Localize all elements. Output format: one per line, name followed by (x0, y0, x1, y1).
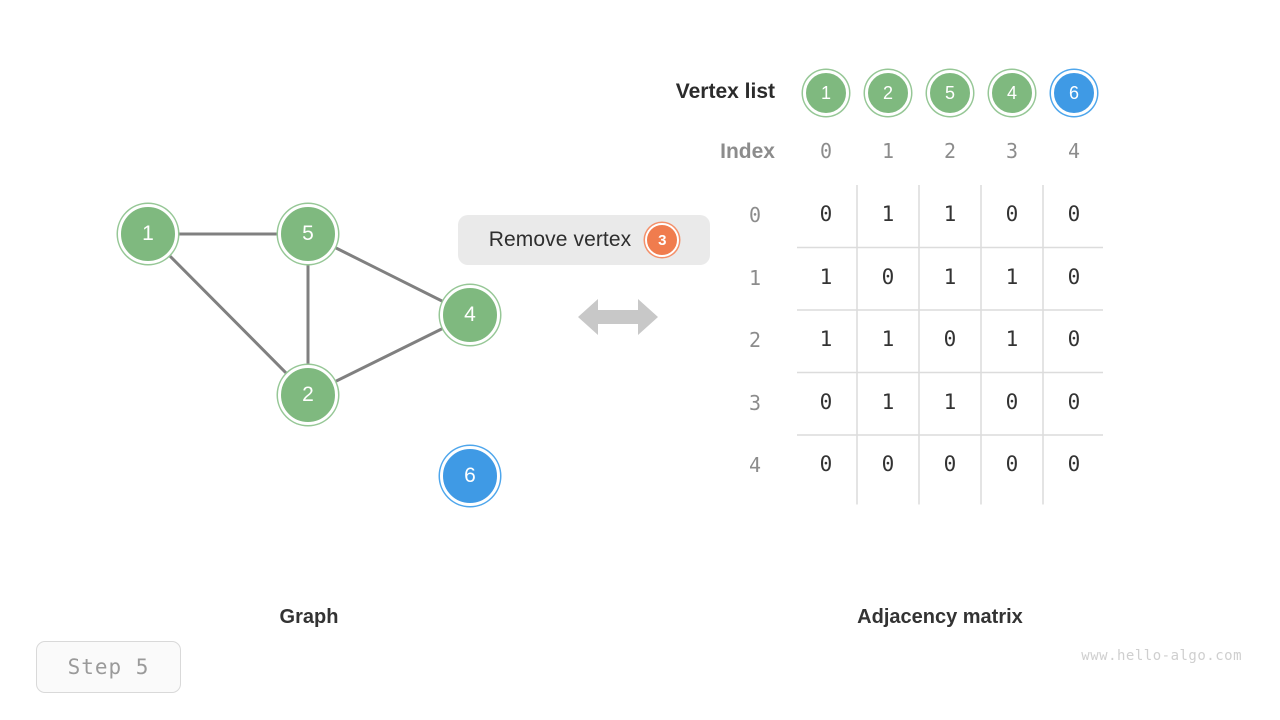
matrix-row-label-3: 3 (748, 390, 762, 415)
index-cell-0: 0 (819, 139, 833, 163)
graph-caption: Graph (279, 606, 339, 628)
index-label: Index (720, 140, 775, 163)
matrix-cell-4-2: 0 (943, 452, 957, 476)
matrix-cell-4-4: 0 (1067, 452, 1081, 476)
graph-vertex-4[interactable]: 4 (440, 285, 500, 345)
matrix-cell-3-0: 0 (819, 389, 833, 414)
vertex-list-item-0[interactable]: 1 (803, 70, 849, 116)
matrix-grid-lines (797, 185, 1103, 505)
matrix-cell-3-3: 0 (1005, 389, 1019, 414)
vertex-list-item-4[interactable]: 6 (1051, 70, 1097, 116)
double-headed-horizontal-arrow-icon (578, 299, 658, 335)
graph-vertex-5[interactable]: 5 (278, 204, 338, 264)
graph-edge (332, 326, 446, 384)
graph-panel: 1 5 4 2 6 (0, 0, 560, 560)
matrix-cell-2-4: 0 (1067, 327, 1081, 351)
matrix-cell-0-3: 0 (1005, 202, 1019, 226)
vertex-list-item-3[interactable]: 4 (989, 70, 1035, 116)
matrix-row-label-0: 0 (748, 203, 762, 227)
matrix-cell-2-1: 1 (881, 327, 895, 351)
matrix-cell-4-0: 0 (819, 452, 833, 476)
index-cell-3: 3 (1005, 139, 1019, 163)
matrix-cell-2-3: 1 (1005, 327, 1019, 351)
vertex-list-label: Vertex list (675, 80, 775, 103)
matrix-cell-0-4: 0 (1067, 202, 1081, 226)
step-button[interactable]: Step 5 (36, 641, 181, 693)
matrix-cell-3-4: 0 (1067, 389, 1081, 414)
graph-vertex-2[interactable]: 2 (278, 365, 338, 425)
action-vertex-badge: 3 (645, 223, 680, 257)
action-label: Remove vertex (488, 228, 632, 251)
matrix-caption: Adjacency matrix (857, 606, 1023, 628)
matrix-cell-3-1: 1 (881, 389, 895, 414)
graph-vertex-6[interactable]: 6 (440, 446, 500, 506)
matrix-cell-2-0: 1 (819, 327, 833, 351)
matrix-cell-2-2: 0 (943, 327, 957, 351)
matrix-cell-1-0: 1 (819, 264, 833, 289)
matrix-cell-1-4: 0 (1067, 264, 1081, 289)
graph-vertex-1[interactable]: 1 (118, 204, 178, 264)
matrix-cell-3-2: 1 (943, 389, 957, 414)
graph-edge (332, 245, 446, 304)
vertex-list-item-1[interactable]: 2 (865, 70, 911, 116)
vertex-list-item-2[interactable]: 5 (927, 70, 973, 116)
index-cell-2: 2 (943, 139, 957, 163)
matrix-cell-1-3: 1 (1005, 264, 1019, 289)
matrix-cell-0-2: 1 (943, 202, 957, 226)
graph-edge (166, 252, 290, 377)
matrix-cell-4-3: 0 (1005, 452, 1019, 476)
index-cell-1: 1 (881, 139, 895, 163)
matrix-cell-0-0: 0 (819, 202, 833, 226)
matrix-row-label-4: 4 (748, 453, 762, 477)
matrix-row-label-1: 1 (748, 265, 762, 290)
graph-edges (166, 232, 446, 384)
matrix-cell-1-2: 1 (943, 264, 957, 289)
matrix-cell-1-1: 0 (881, 264, 895, 289)
remove-vertex-action-chip[interactable]: Remove vertex 3 (458, 215, 710, 265)
matrix-row-label-2: 2 (748, 328, 762, 352)
matrix-cell-4-1: 0 (881, 452, 895, 476)
index-cell-4: 4 (1067, 139, 1081, 163)
matrix-cell-0-1: 1 (881, 202, 895, 226)
watermark: www.hello-algo.com (1081, 648, 1242, 664)
